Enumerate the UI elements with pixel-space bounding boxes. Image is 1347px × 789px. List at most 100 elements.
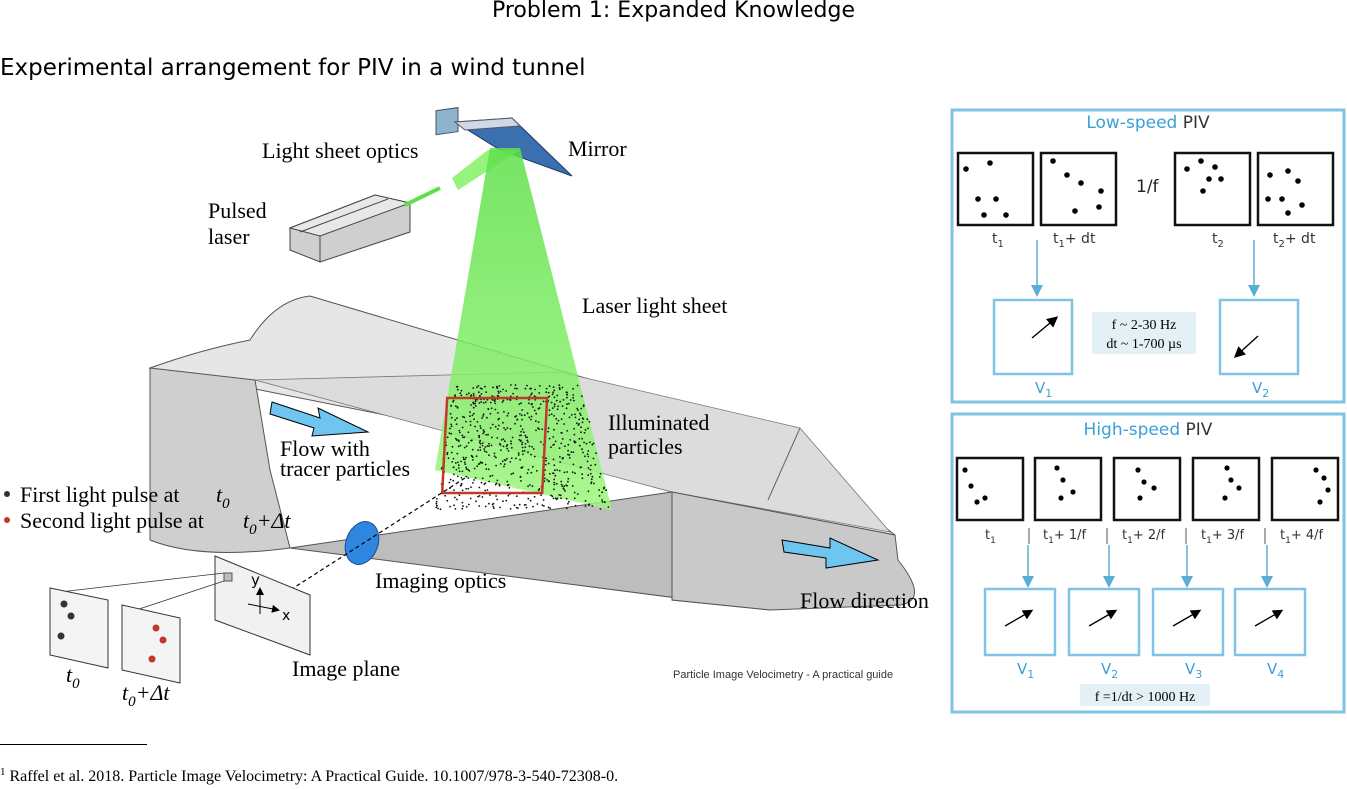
particle-dot: [519, 434, 521, 437]
particle-dot: [478, 435, 481, 438]
particle-dot: [457, 464, 460, 467]
particle-dot: [489, 494, 491, 496]
particle-dot: [553, 403, 556, 406]
frame-dot: [1060, 477, 1066, 483]
particle-dot: [558, 387, 561, 389]
particle-dot: [542, 499, 545, 501]
particle-dot: [454, 437, 457, 440]
particle-dot: [458, 470, 461, 473]
particle-dot: [555, 399, 558, 402]
frame-dot: [1135, 467, 1141, 473]
laser-light-sheet: [435, 148, 612, 510]
particle-dot: [510, 446, 513, 449]
particle-dot: [498, 385, 501, 387]
particle-dot: [555, 482, 558, 485]
vector-label-v2: V2: [1252, 379, 1269, 400]
particle-dot: [519, 476, 522, 478]
particle-dot: [491, 395, 494, 397]
particle-dot: [501, 460, 504, 463]
particle-dot: [506, 480, 509, 483]
particle-dot: [458, 494, 461, 496]
particle-dot: [485, 391, 487, 393]
particle-dot: [452, 457, 455, 460]
particle-dot: [490, 401, 492, 404]
particle-dot: [495, 456, 497, 459]
frame-dot: [1267, 172, 1273, 178]
particle-dot: [568, 416, 571, 419]
particle-dot: [453, 504, 455, 507]
particle-dot: [502, 388, 504, 391]
particle-dot: [462, 458, 465, 461]
particle-dot: [553, 469, 556, 472]
particle-dot: [461, 507, 464, 510]
particle-dot: [537, 421, 540, 423]
particle-dot: [593, 482, 595, 485]
particle-dot: [496, 386, 498, 389]
frame-dot: [1295, 178, 1301, 184]
piv-diagram: Light sheet optics Mirror Pulsed laser L…: [4, 107, 1346, 714]
particle-dot: [508, 487, 511, 489]
particle-dot: [510, 384, 512, 386]
particle-dot: [458, 429, 461, 432]
particle-dot: [572, 463, 575, 466]
particle-dot: [502, 445, 505, 448]
particle-dot: [503, 459, 506, 461]
particle-dot: [454, 395, 456, 398]
frame-dot: [1198, 158, 1204, 164]
particle-dot: [538, 385, 541, 387]
low-frame: [1256, 151, 1335, 227]
particle-dot: [574, 472, 576, 475]
particle-dot: [587, 474, 590, 477]
particle-dot: [603, 486, 605, 489]
particle-dot: [510, 440, 512, 443]
particle-dot: [524, 443, 527, 445]
frame-dot: [1224, 465, 1230, 471]
particle-dot: [556, 394, 559, 397]
particle-dot: [553, 396, 556, 399]
particle-dot: [552, 458, 555, 461]
legend-t0-dt: t0+Δt: [243, 508, 291, 538]
image-plane: [59, 555, 311, 656]
particle-dot: [576, 493, 579, 495]
particle-dot: [587, 455, 590, 458]
particle-dot: [493, 455, 496, 458]
particle-dot: [464, 463, 467, 465]
particle-dot: [479, 394, 481, 397]
particle-dot: [467, 487, 470, 490]
particle-dot: [551, 407, 554, 409]
particle-dot: [582, 404, 585, 406]
particle-dot: [505, 445, 508, 447]
particle-dot: [454, 508, 457, 510]
particle-dot: [582, 418, 585, 420]
particle-dot: [476, 465, 479, 468]
particle-dot: [439, 508, 442, 511]
label-imaging-optics: Imaging optics: [375, 568, 506, 593]
particle-dot: [454, 419, 457, 421]
particle-dot: [584, 505, 587, 508]
high-speed-title: High-speed PIV: [1084, 420, 1213, 440]
particle-dot: [472, 392, 475, 395]
particle-dot: [535, 429, 537, 432]
particle-dot: [581, 421, 584, 424]
particle-dot: [569, 439, 572, 441]
particle-dot: [530, 471, 533, 474]
particle-dot: [565, 507, 568, 510]
particle-dot: [496, 498, 498, 501]
particle-dot: [488, 502, 490, 505]
particle-dot: [462, 456, 465, 459]
particle-dot: [519, 440, 522, 442]
particle-dot: [456, 385, 459, 388]
particle-dot: [548, 385, 551, 387]
particle-dot: [453, 473, 455, 476]
particle-dot: [510, 442, 513, 445]
particle-dot: [514, 422, 516, 425]
velocity-arrow-icon: [1088, 609, 1118, 627]
particle-dot: [523, 504, 526, 506]
particle-dot: [559, 461, 562, 463]
particle-dot: [468, 503, 470, 506]
particle-dot: [515, 415, 518, 417]
frame-dot: [1265, 196, 1271, 202]
particle-dot: [546, 479, 548, 481]
particle-dot: [474, 402, 476, 405]
